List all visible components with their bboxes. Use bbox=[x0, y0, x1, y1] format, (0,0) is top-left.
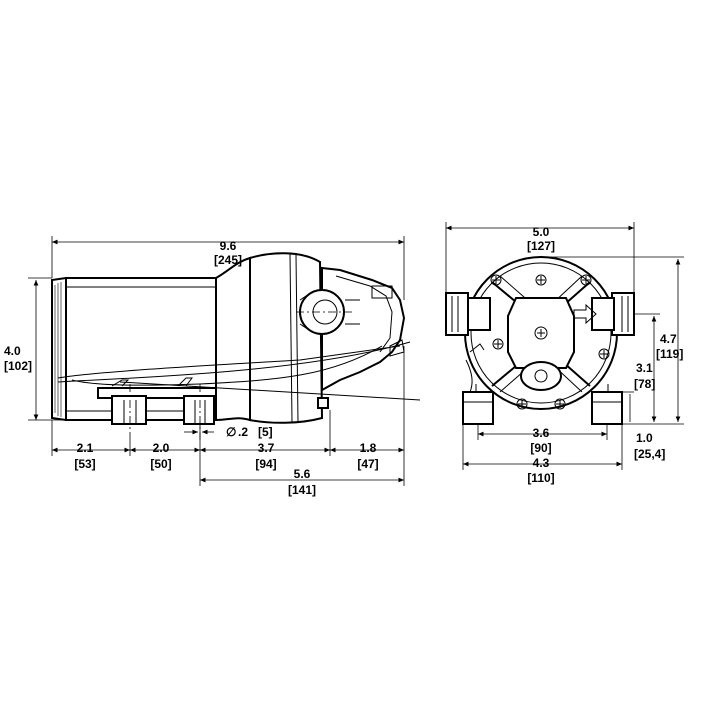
dim-end-height-in: 4.7 bbox=[660, 332, 677, 346]
dim-span-mm: [141] bbox=[288, 483, 316, 497]
dim-seg-c-mm: [94] bbox=[255, 457, 276, 471]
dim-span-in: 5.6 bbox=[294, 467, 311, 481]
mounting-foot-right bbox=[183, 395, 215, 425]
dim-seg-b-in: 2.0 bbox=[153, 441, 170, 455]
dim-overall-length-in: 9.6 bbox=[220, 239, 237, 253]
side-view-dimensions: 9.6 [245] 4.0 [102] 2.1 [53] 2.0 [50] 3.… bbox=[4, 236, 405, 497]
dim-end-width-mm: [127] bbox=[527, 239, 555, 253]
screw-right-icon bbox=[580, 274, 592, 286]
motor-end-cap bbox=[51, 276, 67, 422]
motor-transition bbox=[215, 256, 251, 422]
dim-end-width-in: 5.0 bbox=[533, 225, 550, 239]
screw-bottom-left-icon bbox=[516, 398, 528, 410]
screw-lower-left-icon bbox=[492, 338, 504, 350]
lead-wires bbox=[57, 341, 411, 383]
dim-foot-height-in: 1.0 bbox=[636, 431, 653, 445]
dim-seg-d-in: 1.8 bbox=[360, 441, 377, 455]
end-view-dimensions: 5.0 [127] 4.7 [119] 3.1 [78] 1.0 [25,4] … bbox=[445, 222, 684, 485]
dim-foot-outer-mm: [110] bbox=[527, 471, 554, 485]
center-screw-icon bbox=[534, 326, 548, 340]
screw-top-icon bbox=[535, 274, 547, 286]
pump-flange bbox=[249, 252, 324, 424]
dim-end-height-mm: [119] bbox=[656, 347, 683, 361]
mounting-foot-left bbox=[111, 395, 147, 425]
dim-seg-c-in: 3.7 bbox=[258, 441, 275, 455]
screw-lower-right-icon bbox=[598, 348, 610, 360]
diameter-symbol: ∅ bbox=[226, 425, 236, 439]
pressure-switch bbox=[520, 361, 562, 391]
end-foot-right bbox=[591, 391, 623, 425]
dim-foot-spacing-mm: [90] bbox=[530, 441, 551, 455]
dim-seg-b-mm: [50] bbox=[150, 457, 171, 471]
dim-seg-a-in: 2.1 bbox=[77, 441, 94, 455]
outlet-port bbox=[611, 292, 635, 336]
dim-foot-outer-in: 4.3 bbox=[533, 456, 550, 470]
flow-arrow-icon bbox=[573, 303, 597, 325]
screw-left-icon bbox=[490, 274, 502, 286]
dim-seg-d-mm: [47] bbox=[357, 457, 378, 471]
dim-foot-height-mm: [25,4] bbox=[634, 447, 665, 461]
dim-foot-spacing-in: 3.6 bbox=[533, 426, 550, 440]
dim-hole-mm: [5] bbox=[258, 425, 273, 439]
dim-overall-length-mm: [245] bbox=[214, 253, 242, 267]
inlet-port bbox=[445, 292, 469, 336]
dim-seg-a-mm: [53] bbox=[74, 457, 95, 471]
dim-port-height-in: 3.1 bbox=[636, 361, 653, 375]
end-foot-left bbox=[462, 391, 494, 425]
dim-height-in: 4.0 bbox=[4, 344, 21, 358]
dim-height-mm: [102] bbox=[4, 359, 32, 373]
screw-bottom-right-icon bbox=[554, 398, 566, 410]
end-view bbox=[445, 256, 635, 425]
dim-hole-in: .2 bbox=[238, 425, 248, 439]
dim-port-height-mm: [78] bbox=[634, 377, 655, 391]
side-view bbox=[51, 252, 421, 440]
